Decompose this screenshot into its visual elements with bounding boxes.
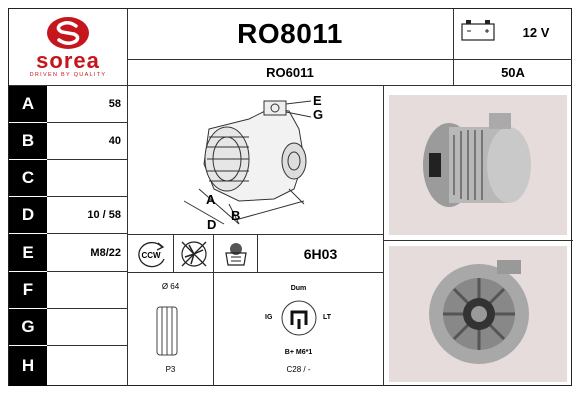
connector-right-label: LT — [323, 314, 332, 321]
drawing-label-g: G — [313, 107, 324, 122]
logo: sorea DRIVEN BY QUALITY — [9, 9, 127, 85]
row-letter-c: C — [9, 160, 47, 197]
connector-bottom-label: B+ M6*1 — [284, 349, 313, 356]
pulley-type: P3 — [165, 365, 176, 374]
product-photo-front — [389, 246, 567, 382]
rotation-cell: CCW — [128, 235, 173, 272]
part-code: RO8011 — [237, 18, 343, 49]
regulator-code: 6H03 — [303, 245, 338, 262]
battery-icon — [461, 20, 495, 41]
rotation-label: CCW — [141, 251, 161, 260]
product-photo-side — [389, 95, 567, 235]
brand-tagline: DRIVEN BY QUALITY — [29, 72, 107, 78]
row-value-b: 40 — [47, 123, 127, 160]
regulator-cell — [214, 235, 257, 272]
regulator-icon — [224, 242, 247, 266]
row-letter-h: H — [9, 346, 47, 386]
drawing-label-e: E — [313, 93, 322, 108]
drawing-label-b: B — [231, 208, 241, 223]
product-sheet: sorea DRIVEN BY QUALITY RO8011 RO6011 12… — [8, 8, 573, 386]
row-value-e: M8/22 — [47, 234, 127, 272]
amperage: 50A — [501, 64, 525, 80]
connector-top-label: Dum — [290, 285, 307, 292]
row-value-g — [47, 309, 127, 346]
pulley-diameter: Ø 64 — [161, 282, 180, 291]
sorea-logo-icon — [47, 17, 89, 49]
drawing-label-d: D — [207, 217, 217, 232]
pulley-icon — [156, 306, 178, 356]
connector-left-label: IG — [265, 314, 273, 321]
brand-name: sorea — [36, 48, 100, 73]
row-letter-a: A — [9, 85, 47, 123]
row-value-c — [47, 160, 127, 197]
row-letter-d: D — [9, 197, 47, 234]
crossed-fan-icon — [180, 240, 207, 267]
ccw-arrow-icon: CCW — [137, 241, 165, 267]
alternator-drawing — [183, 100, 312, 225]
row-value-h — [47, 346, 127, 386]
row-letter-g: G — [9, 309, 47, 346]
row-value-d: 10 / 58 — [47, 197, 127, 234]
connector-icon — [281, 300, 317, 336]
drawing-label-a: A — [206, 192, 216, 207]
alt-part-code: RO6011 — [266, 64, 314, 80]
row-letter-f: F — [9, 272, 47, 309]
row-value-a: 58 — [47, 85, 127, 123]
fan-cell — [174, 235, 213, 272]
connector-code: C28 / - — [286, 365, 311, 374]
voltage: 12 V — [522, 24, 550, 40]
row-letter-b: B — [9, 123, 47, 160]
row-letter-e: E — [9, 234, 47, 272]
row-value-f — [47, 272, 127, 309]
